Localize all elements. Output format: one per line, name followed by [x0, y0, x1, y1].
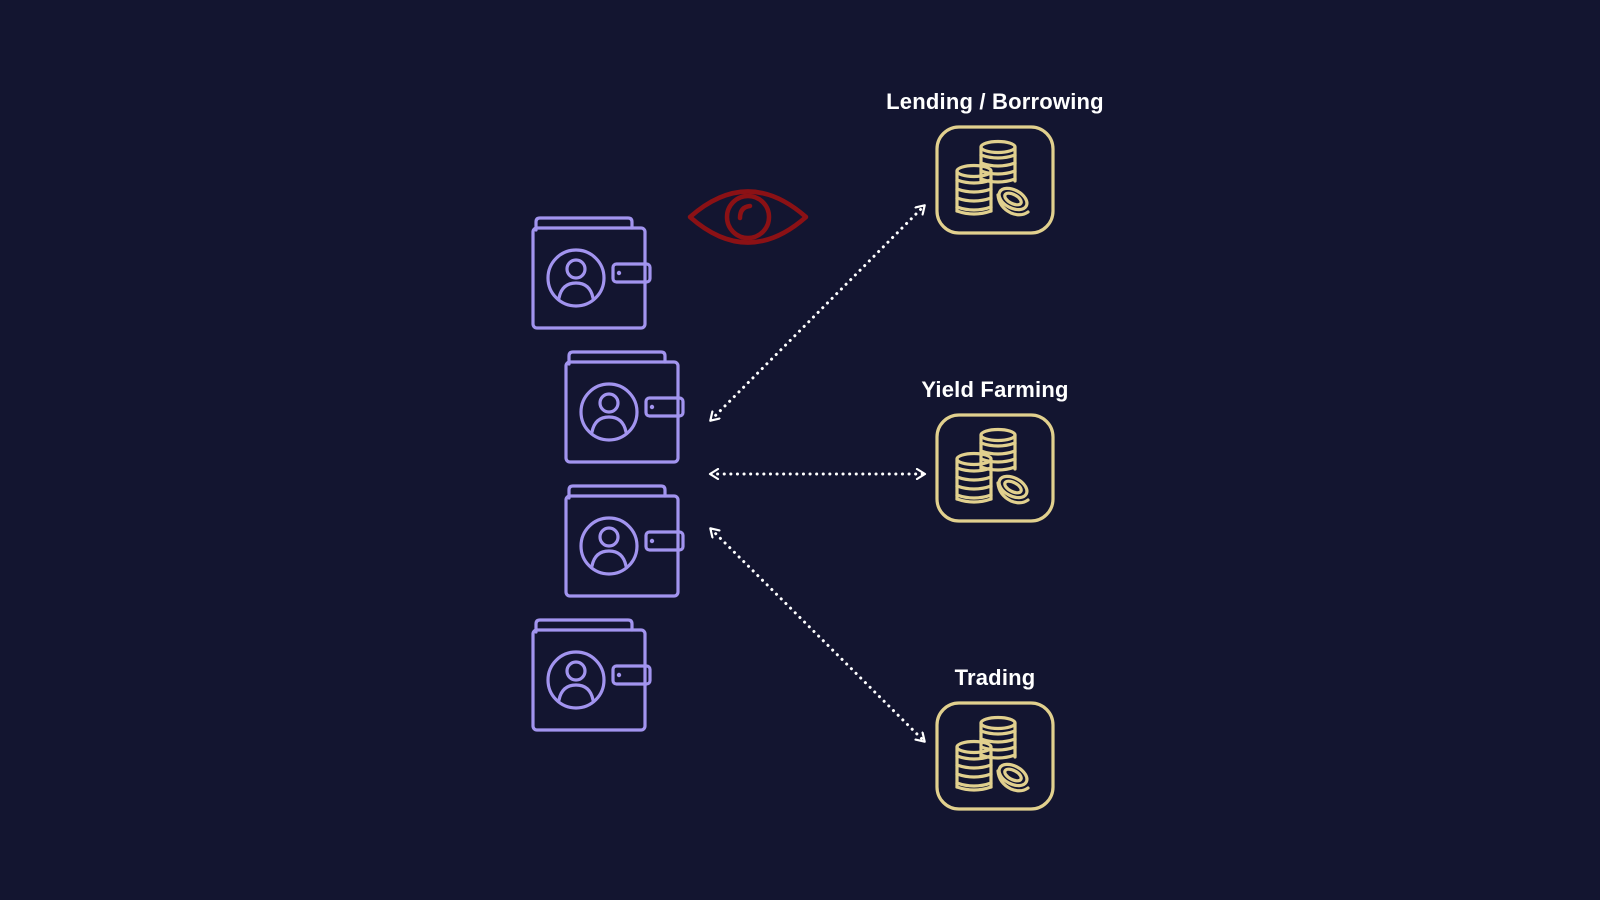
arrow-trading	[711, 529, 924, 741]
wallet-user-icon	[531, 216, 659, 332]
wallet-user-icon	[564, 484, 692, 600]
protocol-label-yield-farming: Yield Farming	[921, 377, 1069, 402]
coin-stack-icon	[935, 413, 1055, 523]
coin-stack-icon	[935, 125, 1055, 235]
protocol-label-trading: Trading	[954, 665, 1036, 690]
eye-icon	[686, 180, 810, 254]
arrow-lending	[711, 206, 924, 420]
wallet-user-icon	[564, 350, 692, 466]
wallet-user-icon	[531, 618, 659, 734]
coin-stack-icon	[935, 701, 1055, 811]
protocol-label-lending: Lending / Borrowing	[886, 89, 1104, 114]
